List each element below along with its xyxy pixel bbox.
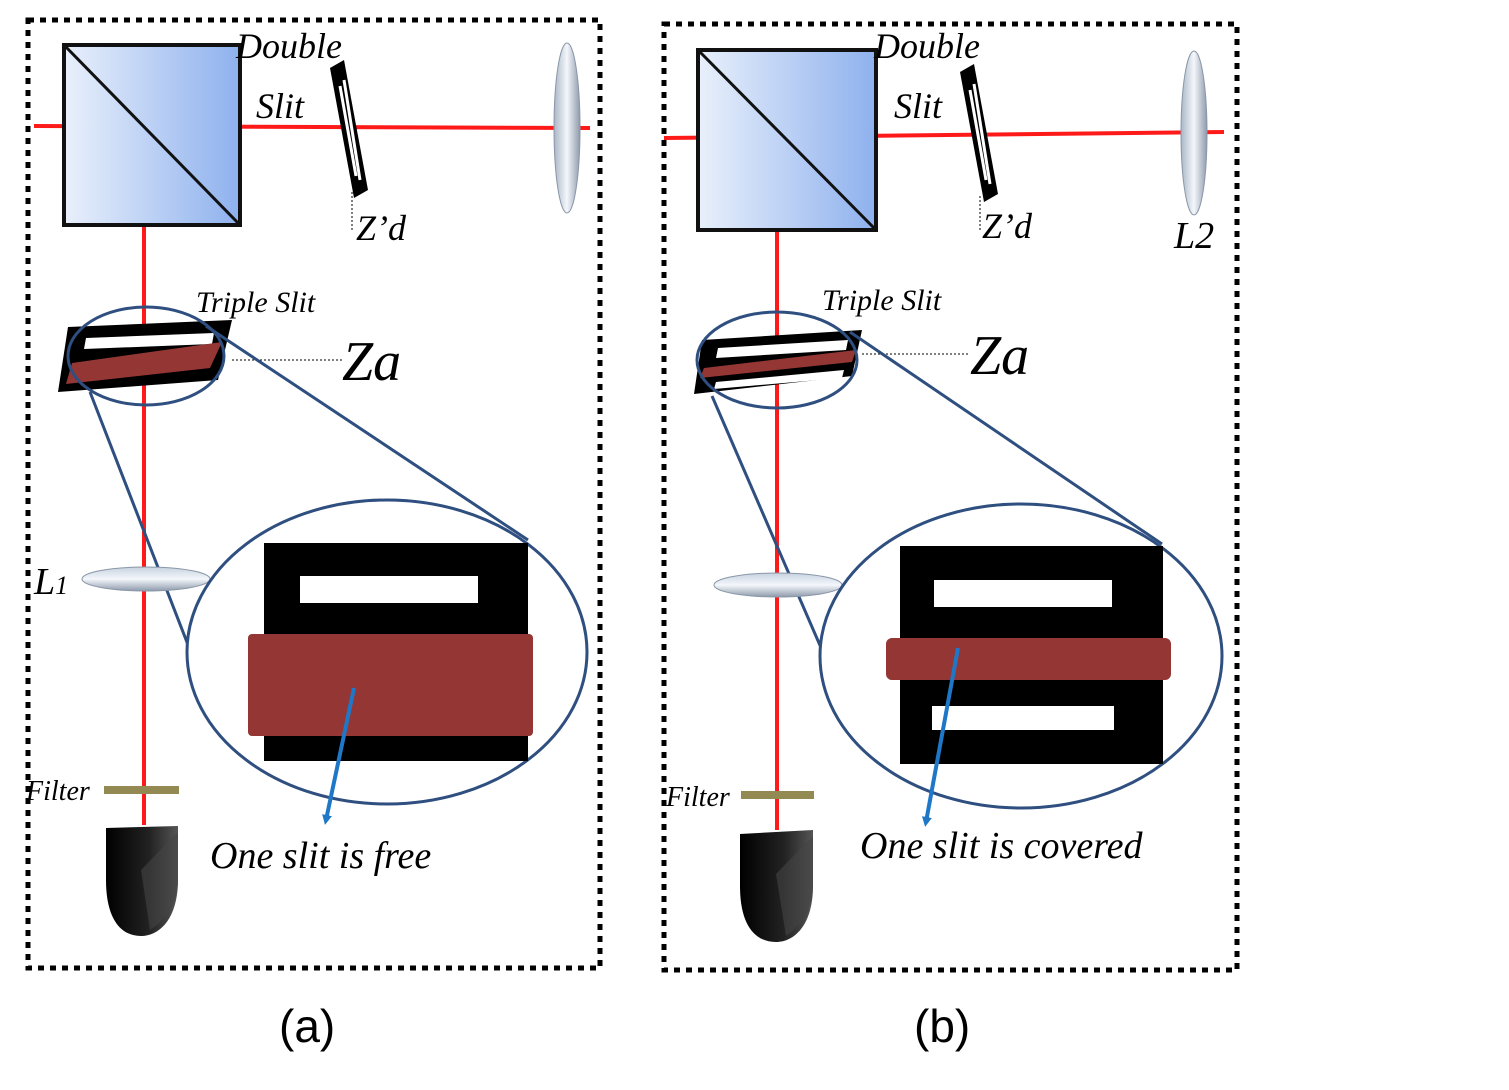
open-slit-a xyxy=(300,576,478,603)
zd-label-a: Z’d xyxy=(356,208,407,248)
open-slit-bottom-b xyxy=(932,706,1114,730)
cover-strip-b xyxy=(886,638,1171,680)
zoom-source-circle-b xyxy=(695,310,859,410)
filter-b xyxy=(741,791,814,799)
za-label-b: Za xyxy=(970,325,1029,387)
zoom-line-right-a xyxy=(205,324,529,542)
double-slit-b xyxy=(960,64,998,230)
panel-b-frame xyxy=(661,21,1240,973)
open-slit-top-b xyxy=(934,580,1112,607)
double-label-a: Double xyxy=(235,26,342,66)
detector-b xyxy=(740,830,813,942)
lens-l1-b xyxy=(713,572,843,598)
l1-label-a: L1 xyxy=(33,561,68,603)
beam-splitter-b xyxy=(696,48,878,232)
triple-label-b: Triple Slit xyxy=(822,284,942,317)
note-b: One slit is covered xyxy=(860,825,1143,867)
zoom-view-a xyxy=(185,498,589,825)
double-slit-a xyxy=(330,60,368,232)
caption-b: (b) xyxy=(914,1000,970,1052)
filter-label-b: Filter xyxy=(665,782,730,813)
detector-a xyxy=(106,826,178,936)
cover-strip-a xyxy=(248,634,533,736)
panel-a-frame xyxy=(25,17,603,971)
zoom-view-b xyxy=(818,502,1224,827)
panel-a: Double Slit Z’d Triple Slit Za L1 Filter… xyxy=(25,17,603,1052)
slit-label-b: Slit xyxy=(894,86,943,126)
zoom-line-right-b xyxy=(849,330,1163,546)
lens-l2-b xyxy=(1180,50,1208,216)
triple-slit-b xyxy=(694,310,968,410)
note-arrow-a xyxy=(322,687,356,825)
za-label-a: Za xyxy=(342,331,401,393)
caption-a: (a) xyxy=(279,1000,335,1052)
filter-label-a: Filter xyxy=(25,776,90,807)
zd-label-b: Z’d xyxy=(982,206,1033,246)
slit-label-a: Slit xyxy=(256,86,305,126)
lens-right-a xyxy=(553,42,581,214)
panel-b: Double Slit Z’d L2 Triple Slit Za Filter… xyxy=(661,21,1240,1052)
triple-slit-a xyxy=(58,305,342,407)
double-label-b: Double xyxy=(873,26,980,66)
note-a: One slit is free xyxy=(210,835,431,877)
lens-l1-a xyxy=(81,566,211,592)
filter-a xyxy=(104,786,179,794)
triple-label-a: Triple Slit xyxy=(196,286,316,319)
zoom-line-left-a xyxy=(88,391,192,651)
zoom-line-left-b xyxy=(710,395,824,651)
note-arrow-b xyxy=(921,647,960,827)
zoom-source-circle-a xyxy=(66,305,226,407)
l2-label-b: L2 xyxy=(1173,215,1214,257)
beam-splitter-a xyxy=(62,43,242,227)
